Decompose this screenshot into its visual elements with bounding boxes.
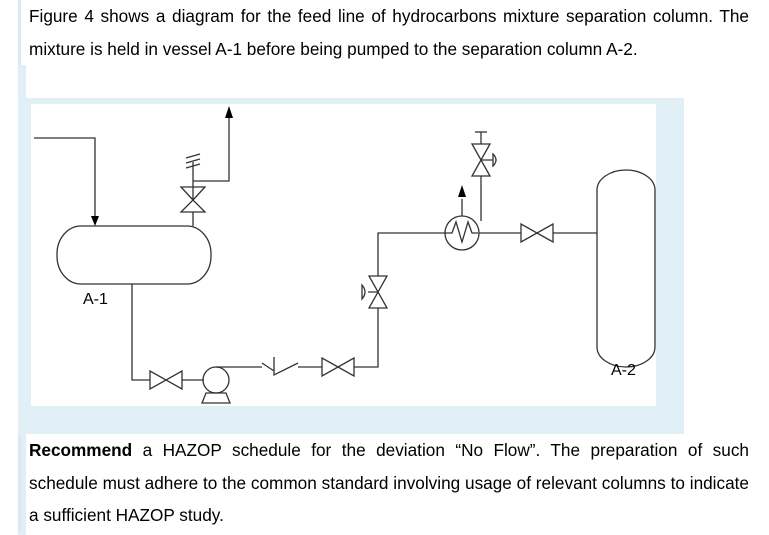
check-valve-icon	[261, 357, 299, 377]
figure-canvas	[31, 104, 656, 406]
feed-inlet-line	[34, 137, 96, 218]
relief-valve-spring-icon	[185, 153, 201, 169]
control-valve-actuator-icon	[361, 283, 378, 301]
question-paragraph: Recommend a HAZOP schedule for the devia…	[18, 434, 749, 532]
vertical-line	[377, 232, 446, 276]
vent-arrow-icon	[225, 106, 233, 118]
question-bold-word: Recommend	[29, 440, 133, 460]
intro-text: Figure 4 shows a diagram for the feed li…	[29, 6, 749, 59]
vessel-a1	[56, 225, 212, 285]
suction-valve-icon	[149, 369, 183, 391]
column-a2	[596, 169, 656, 368]
pump-base-icon	[201, 392, 231, 404]
relief-valve-lower-icon	[179, 199, 207, 213]
inlet-arrow-icon	[91, 216, 99, 226]
hx-arrow-icon	[458, 185, 466, 197]
discharge-valve-icon	[321, 356, 355, 378]
vessel-a1-label: A-1	[83, 291, 108, 308]
pump-icon	[202, 366, 230, 394]
intro-paragraph: Figure 4 shows a diagram for the feed li…	[18, 0, 749, 65]
control-valve-icon	[367, 275, 389, 309]
feed-valve-icon	[520, 222, 554, 244]
steam-valve-actuator-icon	[481, 152, 497, 168]
discharge-line-2	[354, 308, 379, 368]
question-text: a HAZOP schedule for the deviation “No F…	[29, 440, 749, 525]
heat-exchanger-coil	[446, 219, 478, 245]
steam-valve-icon	[470, 143, 492, 177]
column-a2-label: A-2	[611, 362, 636, 379]
relief-outlet-line	[193, 118, 230, 182]
a1-outlet-line	[131, 284, 150, 381]
